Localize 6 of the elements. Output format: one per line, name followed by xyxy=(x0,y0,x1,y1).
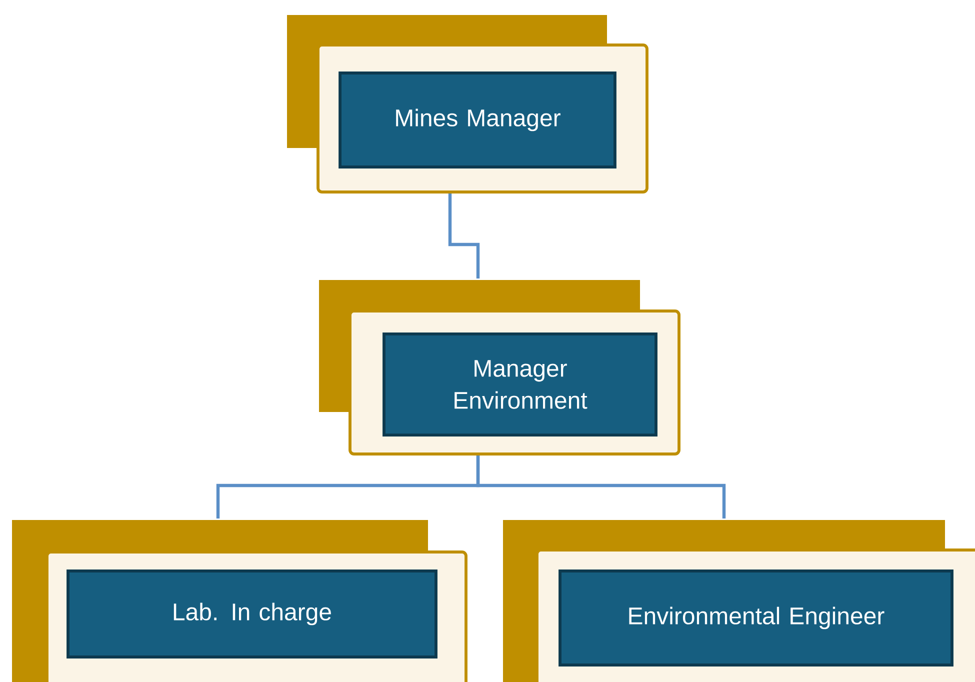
role-box: Lab. In charge xyxy=(66,570,438,658)
connector-line xyxy=(448,193,480,278)
role-box: Environmental Engineer xyxy=(558,570,954,666)
role-box: Manager Environment xyxy=(382,332,658,436)
role-box: Mines Manager xyxy=(338,72,616,168)
connector-line xyxy=(476,456,726,519)
